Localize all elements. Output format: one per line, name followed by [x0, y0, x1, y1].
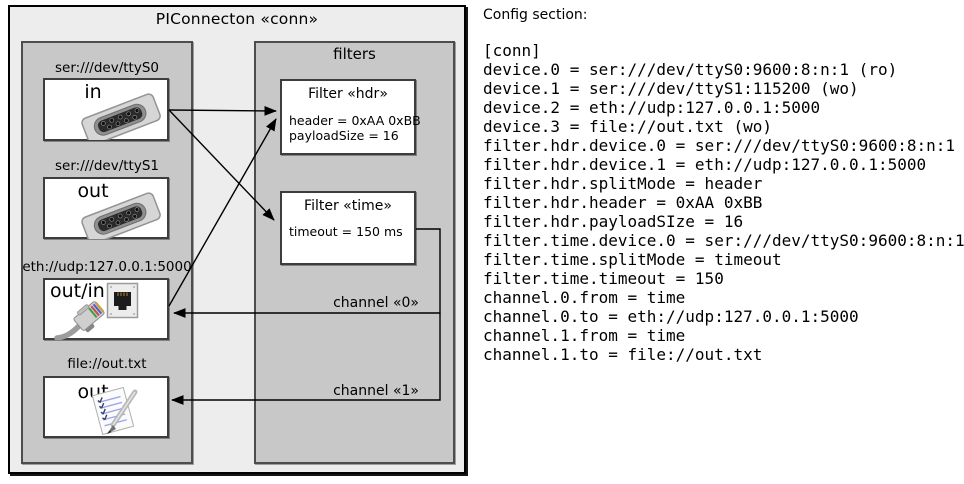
device-direction: out/in — [50, 280, 105, 302]
serial-connector-icon — [81, 93, 161, 140]
device-label-file: file://out.txt — [67, 356, 147, 372]
filter-time-box: Filter «time» timeout = 150 ms — [280, 191, 416, 265]
device-box-ttyS0: in — [43, 78, 169, 141]
filter-hdr-box: Filter «hdr» header = 0xAA 0xBB payloadS… — [280, 79, 421, 155]
device-label-ttyS1: ser:///dev/ttyS1 — [55, 158, 159, 174]
ethernet-jack-icon — [106, 282, 139, 319]
device-box-eth: out/in — [43, 278, 169, 340]
notepad-icon — [91, 386, 138, 436]
filter-hdr-prop-header: header = 0xAA 0xBB — [289, 113, 421, 128]
device-label-ttyS0: ser:///dev/ttyS0 — [55, 60, 159, 76]
filter-time-prop-timeout: timeout = 150 ms — [289, 224, 403, 239]
filter-hdr-title: Filter «hdr» — [308, 86, 388, 102]
diagram-title: PIConnecton «conn» — [155, 10, 319, 28]
device-label-eth: eth://udp:127.0.0.1:5000 — [22, 259, 192, 275]
channel-0-label: channel «0» — [333, 295, 419, 311]
serial-connector-icon — [81, 192, 161, 239]
config-text: [conn] device.0 = ser:///dev/ttyS0:9600:… — [483, 41, 964, 364]
device-direction: out — [77, 180, 109, 202]
device-direction: in — [84, 81, 102, 103]
filters-panel-title: filters — [333, 45, 376, 63]
device-box-ttyS1: out — [43, 177, 169, 239]
config-section-heading: Config section: — [483, 7, 588, 23]
filter-hdr-prop-payloadsize: payloadSize = 16 — [289, 128, 399, 143]
ethernet-plug-icon — [54, 301, 105, 340]
channel-1-label: channel «1» — [333, 383, 419, 399]
filter-time-title: Filter «time» — [304, 198, 392, 214]
device-box-file: out — [43, 376, 169, 438]
